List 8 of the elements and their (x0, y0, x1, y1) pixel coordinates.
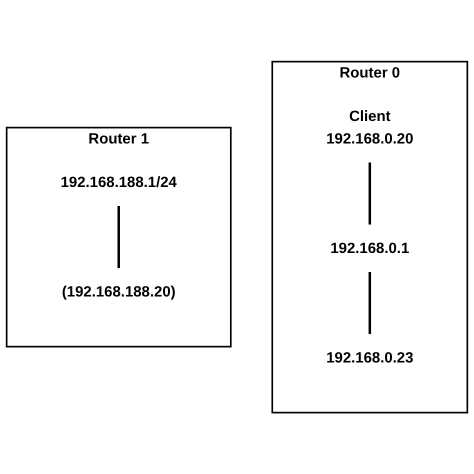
node-text: 192.168.0.1 (330, 239, 410, 256)
node-text: (192.168.188.20) (62, 283, 176, 300)
node-text: 192.168.188.1/24 (60, 174, 177, 190)
node-text: Client 192.168.0.20 (326, 108, 414, 147)
node-text: 192.168.0.23 (326, 349, 414, 366)
connector (368, 162, 372, 225)
connector (368, 272, 372, 334)
connector (117, 206, 120, 268)
